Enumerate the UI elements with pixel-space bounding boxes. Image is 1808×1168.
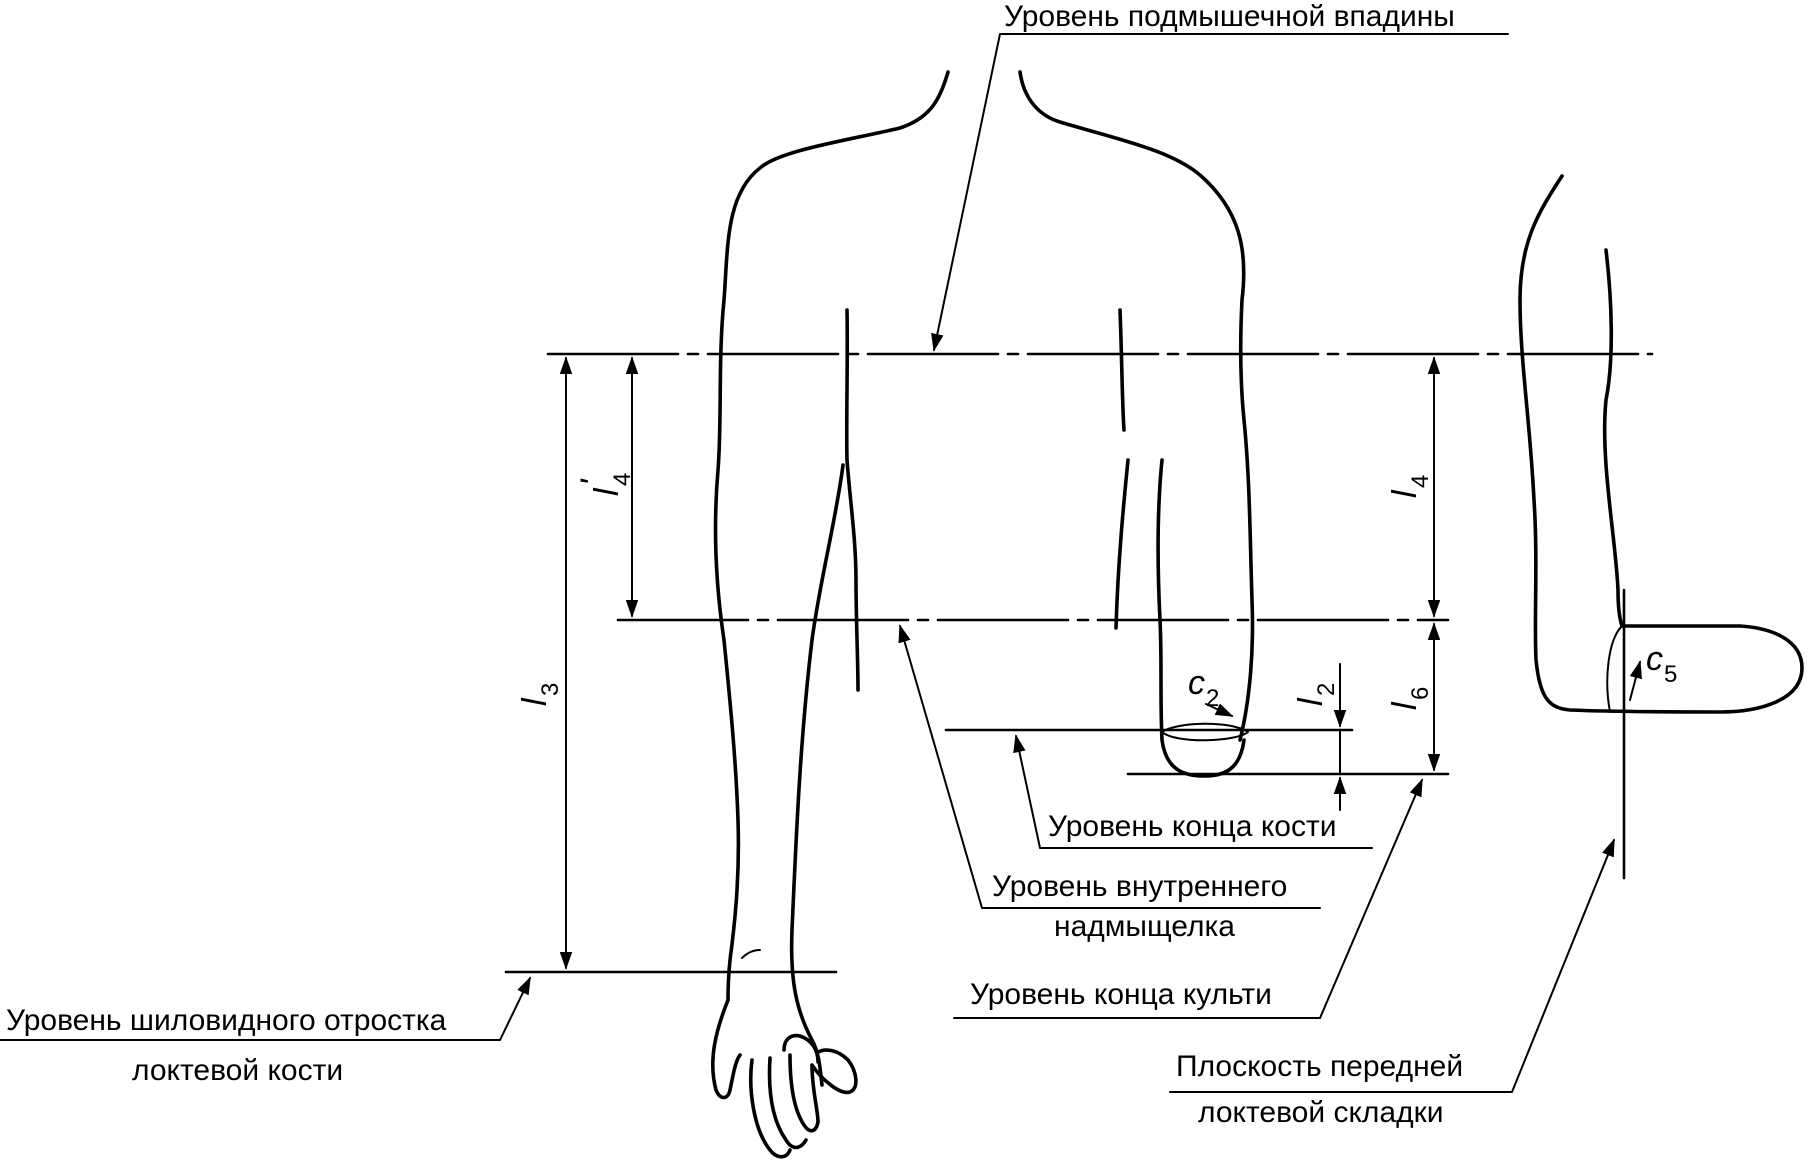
wrist-mark (741, 949, 761, 959)
stump-end-leader (953, 778, 1423, 1019)
c5-arrow (1629, 660, 1642, 701)
elbow-plane-c5-curve (1606, 625, 1623, 713)
svg-text:6: 6 (1407, 687, 1434, 700)
svg-text:5: 5 (1664, 661, 1677, 688)
l4-prime-symbol: l ' 4 (574, 473, 636, 496)
elbow-plane-label-line2: локтевой складки (1198, 1096, 1444, 1129)
svg-text:2: 2 (1206, 685, 1219, 712)
axilla-label: Уровень подмышечной впадины (1004, 0, 1455, 33)
svg-text:l: l (516, 697, 554, 706)
bone-end-leader (1013, 734, 1373, 849)
left-outer-contour (713, 70, 950, 1002)
right-inner-lower (1114, 458, 1130, 630)
svg-text:l: l (1386, 701, 1424, 710)
epicondyle-leader (898, 624, 1321, 909)
styloid-label-line2: локтевой кости (132, 1054, 343, 1087)
svg-text:l: l (1292, 697, 1330, 706)
svg-text:2: 2 (1313, 683, 1340, 696)
svg-text:l: l (1386, 489, 1424, 498)
l2-symbol: l 2 (1292, 683, 1340, 706)
svg-text:': ' (574, 478, 612, 486)
elbow-plane-leader (1169, 838, 1615, 1093)
svg-text:l: l (588, 487, 626, 496)
right-outer-contour (1018, 70, 1255, 742)
leader-lines (0, 33, 1615, 1093)
right-inner-upper (1118, 308, 1126, 432)
svg-text:c: c (1188, 664, 1205, 702)
left-inner-lower (789, 463, 845, 1087)
stump-end-label: Уровень конца культи (970, 978, 1272, 1011)
side-view-front (1602, 248, 1624, 628)
elbow-plane-label-line1: Плоскость передней (1176, 1050, 1463, 1083)
epicondyle-label-line2: надмыщелка (1054, 910, 1235, 943)
styloid-label-line1: Уровень шиловидного отростка (6, 1004, 447, 1037)
c2-symbol: c 2 (1188, 664, 1219, 712)
side-view-outline (1518, 174, 1804, 714)
bone-end-label: Уровень конца кости (1048, 810, 1336, 843)
c2-arrow (1205, 703, 1234, 717)
epicondyle-label-line1: Уровень внутреннего (992, 870, 1287, 903)
axilla-leader (931, 33, 1509, 352)
styloid-leader (0, 976, 531, 1041)
l6-symbol: l 6 (1386, 687, 1434, 710)
svg-text:3: 3 (537, 683, 564, 696)
level-lines (504, 352, 1654, 974)
svg-text:4: 4 (609, 473, 636, 486)
left-inner-contour (844, 308, 860, 692)
dimension-symbols: l 3 l ' 4 l 4 l 6 l 2 c 2 c 5 (516, 473, 1677, 712)
hand (710, 998, 858, 1159)
side-view-back (1518, 174, 1804, 714)
stump-circumference-c2 (1161, 722, 1249, 742)
c5-symbol: c 5 (1646, 640, 1677, 688)
svg-text:4: 4 (1407, 475, 1434, 488)
l3-symbol: l 3 (516, 683, 564, 706)
dimension-arrows (559, 356, 1642, 970)
text-labels: Уровень подмышечной впадины Уровень шило… (6, 0, 1463, 1129)
svg-text:c: c (1646, 640, 1663, 678)
l4-symbol: l 4 (1386, 475, 1434, 498)
